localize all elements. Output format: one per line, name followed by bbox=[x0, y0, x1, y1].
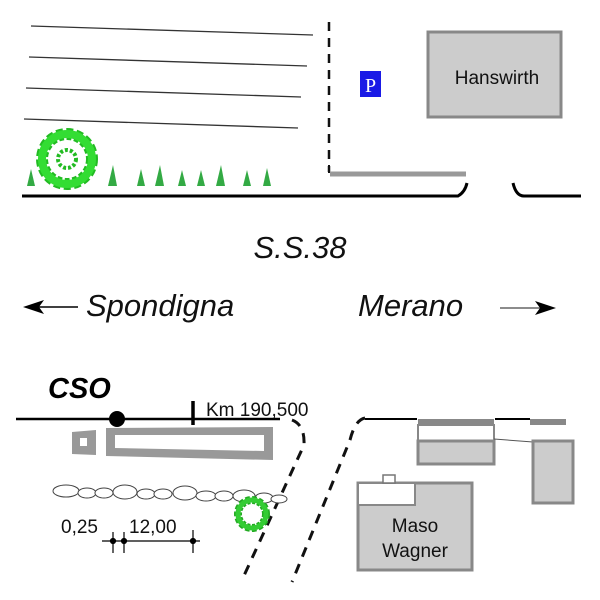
shrub-icon bbox=[197, 170, 205, 186]
dimension-node bbox=[120, 537, 128, 545]
field-line bbox=[28, 56, 308, 67]
dimension-small-label: 0,25 bbox=[61, 517, 98, 538]
building-block bbox=[531, 439, 575, 505]
building-roof-edge bbox=[418, 419, 494, 425]
tree-icon bbox=[36, 128, 98, 190]
shrub-icon bbox=[27, 169, 35, 186]
stone-icon bbox=[153, 488, 173, 500]
platform bbox=[72, 427, 273, 460]
building-maso-wagner-label-2: Wagner bbox=[382, 541, 448, 562]
shrub-icon bbox=[178, 170, 186, 186]
dimension-node bbox=[189, 537, 197, 545]
building-maso-wagner: Maso Wagner bbox=[356, 474, 474, 572]
km-marker-label: Km 190,500 bbox=[206, 400, 308, 421]
building-maso-wagner-annex bbox=[357, 482, 416, 506]
stone-icon bbox=[195, 490, 217, 502]
parking-sign-bg bbox=[360, 71, 381, 97]
arrow-right-icon bbox=[535, 301, 556, 315]
shrub-icon bbox=[263, 168, 271, 186]
shrub-row bbox=[27, 165, 271, 186]
tree-icon bbox=[234, 496, 270, 532]
field-line bbox=[30, 25, 314, 36]
arrow-left-icon bbox=[23, 300, 44, 314]
building-hanswirth-shape bbox=[426, 30, 563, 119]
stone-icon bbox=[77, 487, 97, 499]
direction-right-label: Merano bbox=[358, 288, 463, 323]
direction-left-label: Spondigna bbox=[86, 288, 234, 323]
field-line bbox=[23, 118, 299, 129]
building-block bbox=[416, 439, 496, 466]
stone-icon bbox=[214, 490, 234, 502]
station-label: CSO bbox=[48, 373, 111, 405]
field-line bbox=[25, 87, 302, 98]
building-connector bbox=[493, 438, 534, 443]
shrub-icon bbox=[243, 170, 251, 186]
direction-right: Merano bbox=[358, 288, 556, 323]
building-maso-wagner-label-1: Maso bbox=[392, 516, 438, 537]
access-road-dashed-left bbox=[240, 418, 306, 581]
platform-small-hole bbox=[80, 438, 87, 446]
shrub-icon bbox=[216, 165, 225, 186]
dimension-line bbox=[102, 530, 200, 553]
stone-icon bbox=[136, 488, 156, 500]
stone-wall bbox=[52, 484, 288, 504]
parking-icon: P bbox=[365, 75, 376, 97]
road-name-label: S.S.38 bbox=[253, 230, 347, 265]
building-hanswirth-label: Hanswirth bbox=[455, 68, 539, 89]
direction-left: Spondigna bbox=[23, 288, 234, 323]
building-hanswirth: Hanswirth bbox=[426, 30, 563, 119]
shrub-icon bbox=[108, 165, 117, 186]
stone-icon bbox=[172, 485, 198, 501]
parking-sign: P bbox=[360, 71, 381, 97]
stone-icon bbox=[112, 484, 138, 500]
building-maso-wagner-chimney bbox=[382, 474, 396, 484]
road-edge-top-right bbox=[511, 182, 581, 198]
building-row-upper bbox=[416, 419, 575, 505]
stone-icon bbox=[52, 484, 80, 498]
stone-icon bbox=[270, 494, 288, 504]
shrub-icon bbox=[137, 169, 145, 186]
dimension-node bbox=[109, 537, 117, 545]
station-marker bbox=[109, 411, 125, 427]
dimension-large-label: 12,00 bbox=[129, 517, 177, 538]
field-lines bbox=[23, 25, 314, 129]
road-edge-top-left bbox=[22, 182, 469, 198]
building-roof-edge bbox=[530, 419, 566, 425]
stone-icon bbox=[94, 487, 114, 499]
platform-large-inner bbox=[115, 435, 264, 451]
access-road-dashed-right bbox=[290, 416, 366, 583]
shrub-icon bbox=[155, 165, 164, 186]
